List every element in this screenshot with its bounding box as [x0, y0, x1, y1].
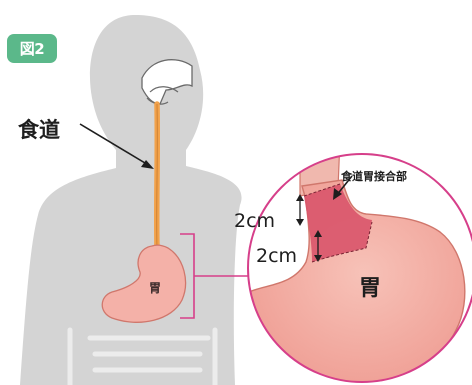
distance-upper-label: 2cm	[234, 210, 275, 232]
junction-label: 食道胃接合部	[341, 168, 407, 184]
figure-number-badge: 図2	[7, 34, 57, 63]
body-silhouette	[20, 15, 242, 385]
distance-lower-label: 2cm	[256, 245, 297, 267]
stomach-small-label: 胃	[149, 279, 161, 296]
stomach-large-label: 胃	[359, 270, 381, 302]
esophagus-label: 食道	[18, 114, 60, 144]
